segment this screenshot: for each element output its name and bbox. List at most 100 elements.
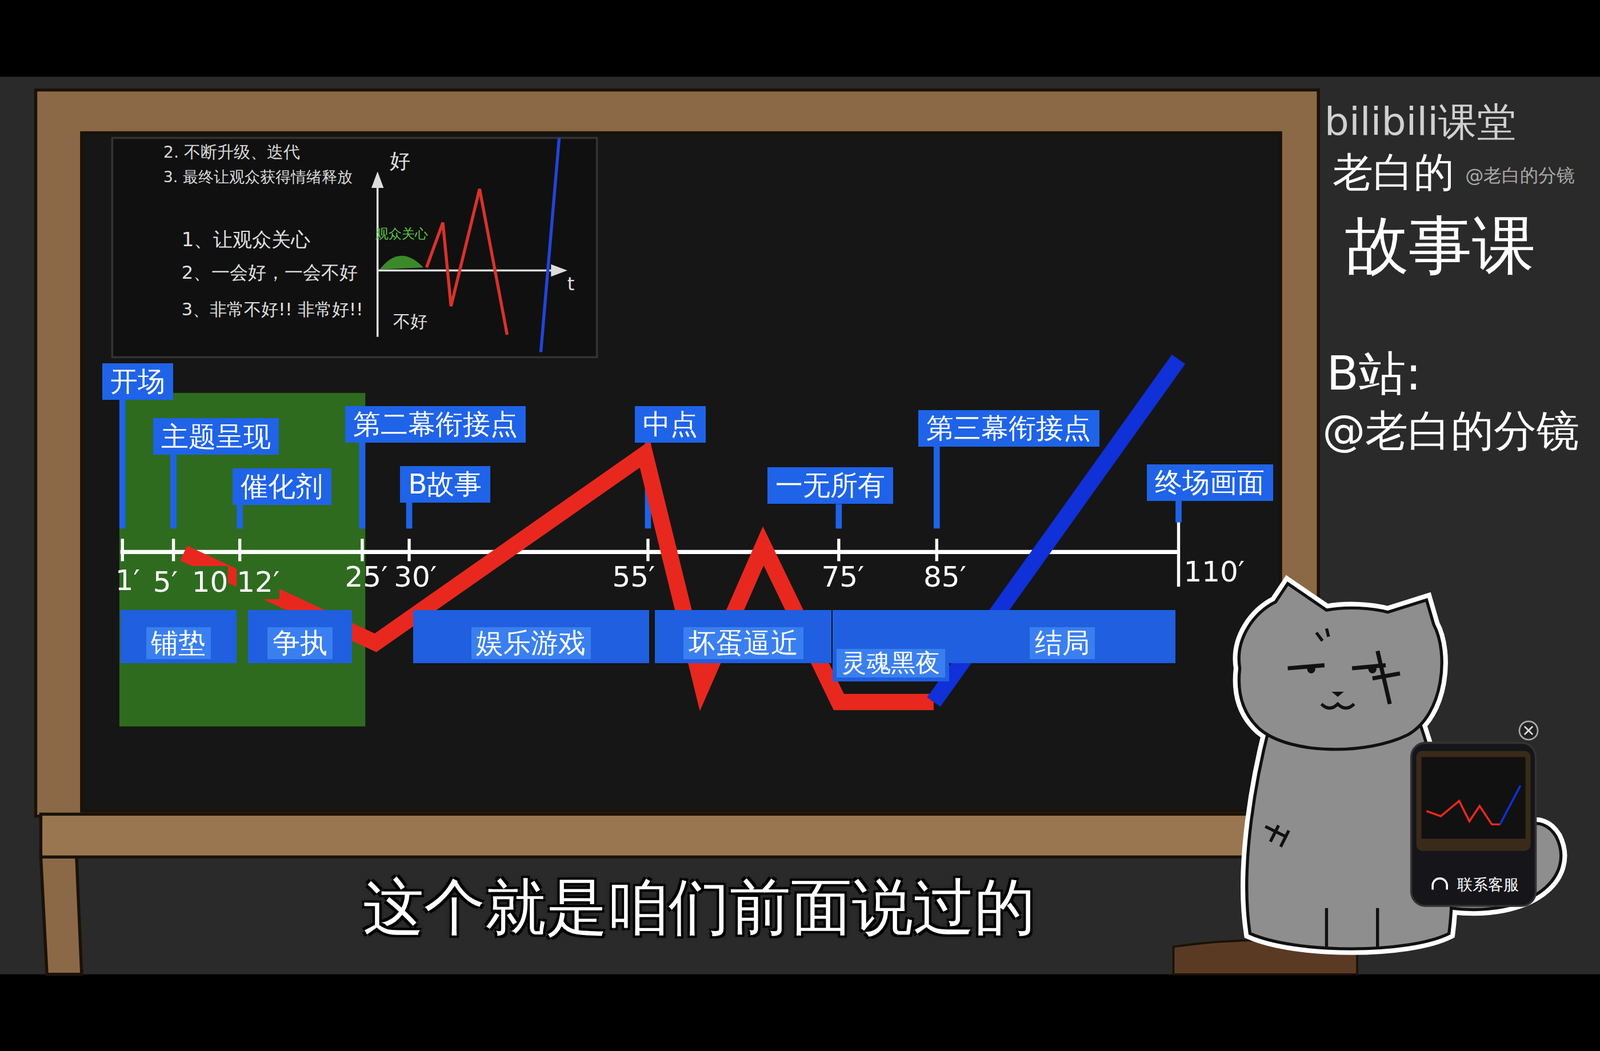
cat-legs <box>1326 908 1378 950</box>
blackboard <box>81 133 1281 812</box>
popup-thumbnail <box>1416 751 1531 852</box>
time-mark: 5′ <box>153 566 178 600</box>
tick <box>935 538 939 562</box>
beat-tag: 中点 <box>634 406 707 443</box>
note-text: 1、让观众关心 <box>181 228 311 251</box>
beat-tag: 催化剂 <box>232 468 332 506</box>
act-name: 灵魂黑夜 <box>836 649 946 678</box>
act-name: 结局 <box>1029 627 1095 659</box>
notes-blue-line <box>540 137 559 352</box>
leader <box>1175 499 1182 523</box>
act-band: 争执 <box>248 610 352 664</box>
beat-name: 一无所有 <box>775 469 886 502</box>
beat-name: 开场 <box>110 365 166 398</box>
beat-tag: B故事 <box>400 466 491 503</box>
beat-tag: 一无所有 <box>767 467 894 504</box>
beat-name: B故事 <box>408 468 482 500</box>
tick <box>646 538 650 562</box>
cat-nose <box>1331 692 1344 698</box>
tick <box>172 538 175 562</box>
time-mark: 10 <box>192 566 229 600</box>
act-name: 娱乐游戏 <box>471 627 592 659</box>
area-label: 观众关心 <box>375 226 428 242</box>
note-text: 2、一会好，一会不好 <box>181 262 358 284</box>
axis-label: t <box>567 273 575 295</box>
board-ledge <box>40 814 1255 858</box>
leader <box>933 445 940 529</box>
tick <box>837 538 840 562</box>
leader <box>236 503 243 530</box>
logo-text: bilibili课堂 <box>1324 100 1516 145</box>
time-mark: 75′ <box>821 561 865 595</box>
time-mark: 110′ <box>1183 556 1245 590</box>
cat-brow <box>1316 628 1329 641</box>
tick <box>121 538 124 562</box>
popup-card <box>1411 742 1536 907</box>
act-name: 争执 <box>267 627 333 659</box>
cat-figure <box>1238 584 1561 950</box>
channel-label: B站: <box>1326 346 1422 401</box>
axis-arrow <box>550 264 568 277</box>
time-mark: 85′ <box>923 561 967 595</box>
beat-name: 催化剂 <box>240 470 323 503</box>
tick <box>407 538 411 562</box>
thumbnail-board <box>1421 757 1526 839</box>
time-mark: 55′ <box>612 561 655 595</box>
axis-label: 好 <box>389 149 411 173</box>
video-ground <box>0 76 1600 975</box>
cat-pupil <box>1368 665 1377 674</box>
notes-curve <box>426 189 507 335</box>
act-band: 结局 <box>949 610 1176 664</box>
leader <box>119 398 126 530</box>
y-axis <box>376 180 379 338</box>
beat-tag: 第三幕衔接点 <box>918 410 1100 447</box>
beat-name: 中点 <box>642 408 698 440</box>
subtitle: 这个就是咱们前面说过的 <box>240 872 1159 943</box>
service-button: 联系客服 <box>1457 876 1519 895</box>
board-leg <box>40 857 82 975</box>
tick <box>1177 520 1180 587</box>
tick <box>360 538 364 562</box>
act-band: 灵魂黑夜 <box>832 610 950 682</box>
act-band: 娱乐游戏 <box>413 610 650 664</box>
leader <box>170 453 177 529</box>
close-button <box>1519 721 1538 740</box>
beat-name: 主题呈现 <box>161 421 271 453</box>
leader <box>836 504 843 530</box>
board-frame <box>36 90 1319 817</box>
note-text: 3. 最终让观众获得情绪释放 <box>163 168 353 187</box>
logo-title: 故事课 <box>1345 209 1536 282</box>
thumbnail-line <box>1500 785 1521 825</box>
time-mark: 1′ <box>115 564 140 598</box>
leader <box>359 441 366 530</box>
cat-head <box>1238 584 1442 750</box>
beat-tag: 主题呈现 <box>153 418 280 455</box>
time-mark: 25′ <box>345 561 388 595</box>
act-band: 坏蛋逼近 <box>654 610 832 664</box>
cat-stitch <box>1265 825 1289 848</box>
channel-name: @老白的分镜 <box>1322 406 1580 456</box>
beat-tag: 开场 <box>102 363 174 400</box>
close-icon <box>1524 726 1533 735</box>
axis-arrow <box>371 171 384 188</box>
cat-mouth <box>1321 704 1355 709</box>
act-name: 铺垫 <box>146 627 212 659</box>
tick <box>238 538 242 562</box>
act-band: 铺垫 <box>120 610 238 664</box>
time-mark: 30′ <box>393 561 437 595</box>
time-mark: 12′ <box>236 566 280 600</box>
tension-curve <box>183 454 934 703</box>
cat-head-outline <box>1238 584 1442 750</box>
act-one-zone <box>119 393 366 727</box>
beat-tag: 第二幕衔接点 <box>345 406 527 443</box>
headset-icon <box>1432 878 1447 891</box>
beat-name: 第二幕衔接点 <box>353 408 518 440</box>
cat-pupil <box>1307 665 1316 674</box>
notes-photo <box>112 137 597 358</box>
cat-scar <box>1372 651 1400 705</box>
beat-name: 终场画面 <box>1154 466 1265 499</box>
note-text: 2. 不断升级、迭代 <box>163 142 300 162</box>
thumbnail-curve <box>1426 801 1500 825</box>
